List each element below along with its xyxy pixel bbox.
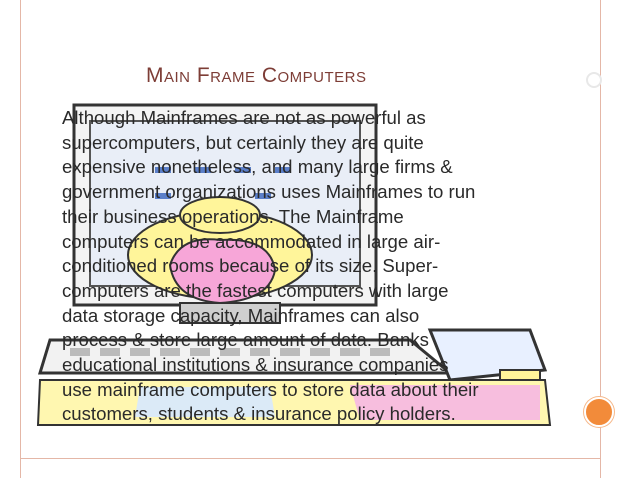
body-line: computers can be accommodated in large a… xyxy=(62,230,441,252)
slide-body-text: Although Mainframes are not as powerful … xyxy=(62,106,538,427)
body-line: their business operations. The Mainframe xyxy=(62,205,404,227)
slide-frame-bottom-line xyxy=(20,458,600,459)
body-line: supercomputers, but certainly they are q… xyxy=(62,131,424,153)
body-line: expensive nonetheless, and many large fi… xyxy=(62,156,453,178)
body-line: process & store large amount of data. Ba… xyxy=(62,329,429,351)
orange-circle-icon xyxy=(584,397,614,427)
slide-title: Main Frame Computers xyxy=(146,64,367,87)
computer-clipart-icon xyxy=(36,103,552,426)
body-line: customers, students & insurance policy h… xyxy=(62,403,456,425)
slide-frame-left-line xyxy=(20,0,21,478)
body-line: government organizations uses Mainframes… xyxy=(62,181,476,203)
body-line: data storage capacity, Mainframes can al… xyxy=(62,304,420,326)
body-line: Although Mainframes are not as powerful … xyxy=(62,107,426,128)
slide-frame-right-line xyxy=(600,0,601,478)
body-line: use mainframe computers to store data ab… xyxy=(62,378,479,400)
body-line: computers are the fastest computers with… xyxy=(62,279,449,301)
decorative-circle-icon xyxy=(586,72,602,88)
body-line: educational institutions & insurance com… xyxy=(62,354,449,376)
body-line: conditioned rooms because of its size. S… xyxy=(62,255,439,277)
